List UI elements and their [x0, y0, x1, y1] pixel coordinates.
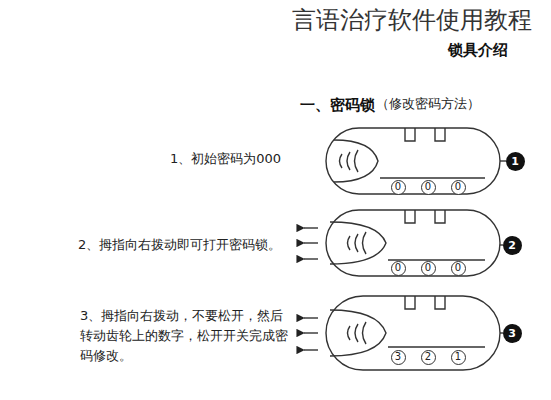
node-text: 0 — [425, 263, 431, 273]
node-text: 0 — [395, 263, 401, 273]
section-heading: 锁具介绍 — [448, 40, 508, 60]
node-text: 0 — [455, 182, 461, 192]
combination-lock — [304, 296, 503, 370]
node-text: 1 — [455, 352, 461, 362]
node-text: 3 — [508, 328, 516, 339]
node-text: 2 — [508, 240, 516, 251]
step-text: 2、拇指向右拨动即可打开密码锁。 — [78, 236, 281, 254]
dial-wheel: 0 — [451, 180, 466, 195]
callout-number: 2 — [503, 236, 522, 255]
node-text: 0 — [395, 182, 401, 192]
node-text: 3 — [395, 352, 401, 362]
dial-wheel: 1 — [451, 350, 466, 365]
node-text: 2 — [425, 352, 431, 362]
dial-wheel: 0 — [451, 261, 466, 276]
page-header: 言语治疗软件使用教程 — [292, 4, 532, 36]
node-text: 1 — [511, 156, 519, 167]
dial-wheel: 2 — [421, 350, 436, 365]
step-text: 3、拇指向右拨动，不要松开，然后转动齿轮上的数字，松开开关完成密码修改。 — [80, 306, 290, 366]
section-title: 一、密码锁 — [300, 95, 375, 115]
node-text: 0 — [425, 182, 431, 192]
step-text: 1、初始密码为000 — [170, 150, 281, 168]
dial-wheel: 0 — [391, 180, 406, 195]
dial-wheel: 0 — [391, 261, 406, 276]
dial-wheel: 0 — [421, 180, 436, 195]
dial-wheel: 3 — [391, 350, 406, 365]
combination-lock — [304, 210, 503, 276]
section-subtitle: （修改密码方法） — [376, 95, 480, 113]
combination-lock — [326, 128, 506, 194]
callout-number: 3 — [503, 324, 522, 343]
dial-wheel: 0 — [421, 261, 436, 276]
node-text: 0 — [455, 263, 461, 273]
callout-number: 1 — [506, 152, 525, 171]
